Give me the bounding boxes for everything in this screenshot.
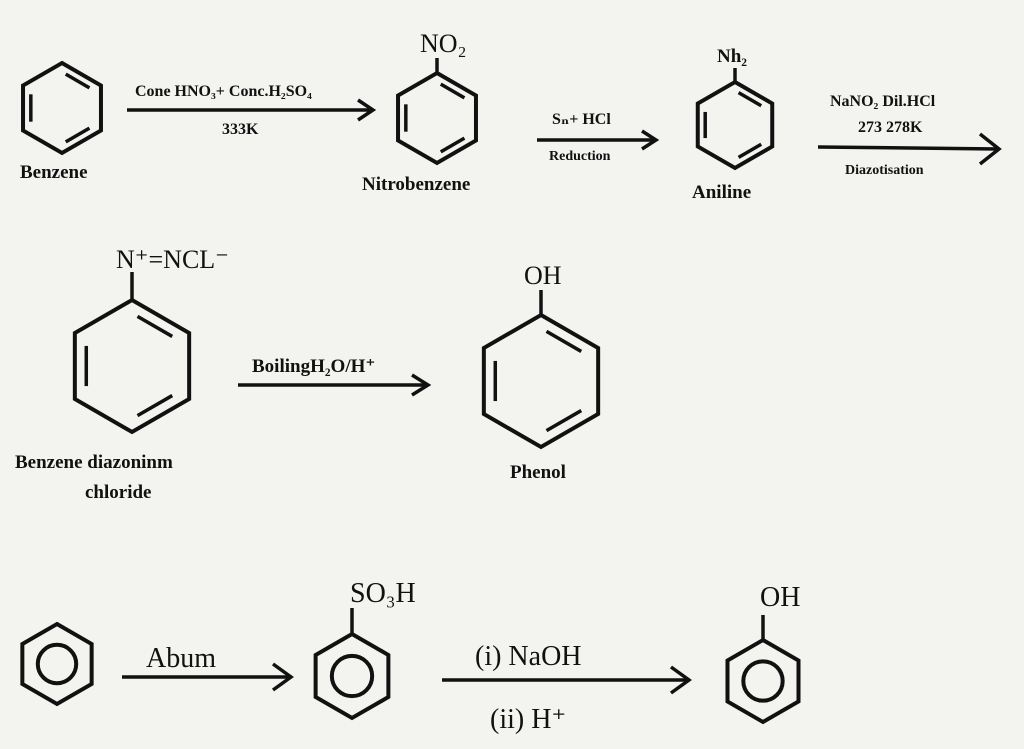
nitrobenzene-label: Nitrobenzene bbox=[362, 174, 470, 195]
double-bond bbox=[64, 126, 91, 144]
hydrolysis-reagents: BoilingH₂O/H⁺ bbox=[252, 356, 375, 377]
double-bond bbox=[136, 394, 174, 418]
double-bond bbox=[737, 142, 763, 159]
phenol-label: Phenol bbox=[510, 462, 566, 483]
aromatic-circle bbox=[35, 642, 79, 686]
double-bond bbox=[439, 82, 466, 100]
diazotisation-temperature: 273 278K bbox=[858, 119, 923, 136]
double-bond bbox=[737, 91, 763, 108]
arrow-sulfonation bbox=[122, 662, 294, 692]
diazonium-ring bbox=[72, 297, 192, 435]
sulfonic-group: SO₃H bbox=[350, 578, 416, 609]
double-bond bbox=[136, 314, 174, 338]
aniline-label: Aniline bbox=[692, 182, 751, 203]
arrow-nitration bbox=[127, 98, 377, 122]
diazotisation-reagents: NaNO₂ Dil.HCl bbox=[830, 93, 936, 110]
aromatic-circle bbox=[741, 659, 785, 703]
double-bond bbox=[64, 72, 91, 90]
benzene-label: Benzene bbox=[20, 162, 88, 183]
arrow-diazotisation bbox=[817, 132, 1002, 166]
benzene-ring-aromatic bbox=[20, 621, 94, 707]
sulfonation-reagents: Abum bbox=[146, 643, 216, 674]
hydroxyl-group: OH bbox=[524, 261, 562, 290]
double-bond bbox=[439, 136, 466, 154]
nitrobenzene-ring bbox=[396, 70, 478, 166]
benzene-ring bbox=[21, 60, 103, 156]
hydroxyl-group-2: OH bbox=[760, 582, 800, 613]
amine-group: Nh₂ bbox=[717, 46, 747, 67]
aromatic-circle bbox=[329, 653, 375, 699]
arrow-hydrolysis bbox=[238, 373, 432, 397]
diazonium-group: N⁺=NCL⁻ bbox=[116, 245, 229, 274]
nitration-reagents: Cone HNO₃+ Conc.H₂SO₄ bbox=[135, 83, 312, 100]
nitro-group: NO₂ bbox=[420, 29, 467, 58]
reduction-conditions: Reduction bbox=[549, 149, 611, 164]
phenol-ring-aromatic bbox=[725, 637, 801, 725]
benzenesulfonic-acid-ring bbox=[313, 631, 391, 721]
fusion-reagents-2: (ii) H⁺ bbox=[490, 704, 566, 735]
double-bond bbox=[545, 409, 583, 433]
nitration-conditions: 333K bbox=[222, 121, 259, 138]
diazonium-label-line2: chloride bbox=[85, 482, 152, 503]
diazotisation-conditions: Diazotisation bbox=[845, 163, 924, 178]
double-bond bbox=[545, 329, 583, 353]
reduction-reagents: Sₙ+ HCl bbox=[552, 111, 611, 128]
arrow-reduction bbox=[537, 129, 660, 151]
aniline-ring bbox=[695, 79, 775, 171]
diazonium-label-line1: Benzene diazoninm bbox=[15, 452, 173, 473]
phenol-ring bbox=[481, 312, 601, 450]
fusion-reagents-1: (i) NaOH bbox=[475, 641, 582, 672]
arrow-fusion bbox=[442, 665, 692, 695]
